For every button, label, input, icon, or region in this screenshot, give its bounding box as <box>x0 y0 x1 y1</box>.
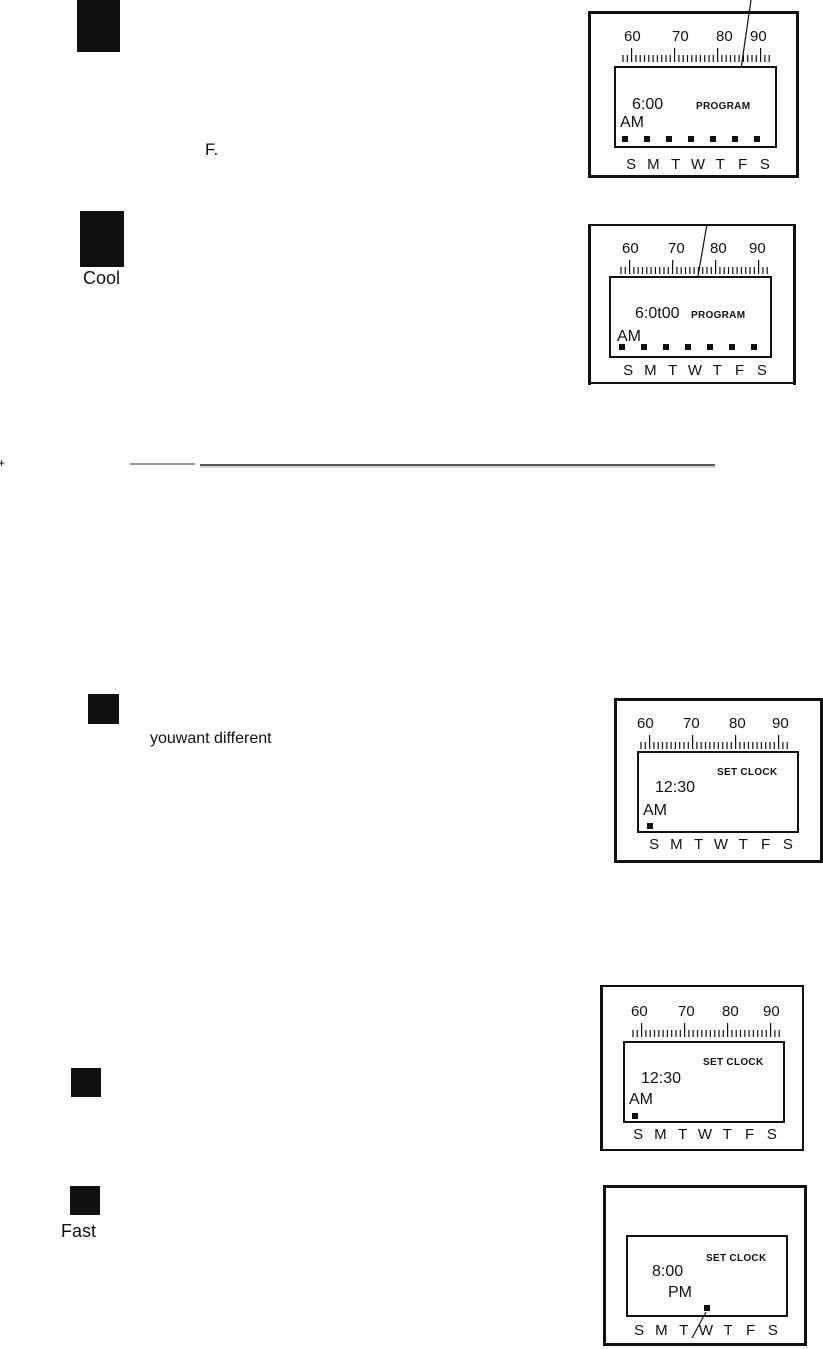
temperature-scale <box>622 48 770 62</box>
step-key-5 <box>70 1186 100 1215</box>
cool-label: Cool <box>83 268 121 288</box>
day-indicator-sunday <box>632 1113 638 1119</box>
ampm-label: AM <box>617 328 641 345</box>
day-indicator <box>688 136 694 142</box>
underline-rule <box>588 382 796 384</box>
day-indicator <box>710 136 716 142</box>
day-indicator <box>663 344 669 350</box>
day-label: S <box>623 362 634 379</box>
fast-label: Fast <box>61 1221 97 1241</box>
day-label: S <box>633 1126 644 1143</box>
day-label: F <box>737 156 748 173</box>
day-label: S <box>649 836 660 853</box>
ampm-label: PM <box>668 1284 692 1301</box>
day-indicator <box>644 136 650 142</box>
step-key-2 <box>80 211 124 267</box>
ampm-label: AM <box>629 1091 653 1108</box>
day-label: T <box>738 836 748 853</box>
temperature-scale <box>632 1023 780 1037</box>
lcd-screen-4: SET CLOCK 12:30 AM <box>623 1041 785 1123</box>
pointer-line <box>691 1311 707 1339</box>
day-label: S <box>782 836 793 853</box>
day-label: T <box>723 1322 733 1339</box>
day-label: F <box>744 1126 755 1143</box>
f-mark: F. <box>205 140 219 159</box>
temperature-scale <box>640 735 788 749</box>
mode-label: SET CLOCK <box>717 767 778 778</box>
lcd-screen-5: SET CLOCK 8:00 PM <box>626 1235 788 1317</box>
day-indicator-wednesday <box>704 1305 710 1311</box>
day-label: W <box>713 836 729 853</box>
day-indicator <box>666 136 672 142</box>
day-indicator <box>729 344 735 350</box>
day-label: T <box>671 156 681 173</box>
ampm-label: AM <box>620 114 644 131</box>
day-indicator <box>732 136 738 142</box>
mode-label: SET CLOCK <box>703 1057 764 1068</box>
lcd-screen-3: SET CLOCK 12:30 AM <box>637 751 799 833</box>
want-different-text: youwant different <box>150 730 272 747</box>
day-label: S <box>626 156 637 173</box>
day-indicator <box>619 344 625 350</box>
mode-label: SET CLOCK <box>706 1253 767 1264</box>
day-label: T <box>694 836 704 853</box>
day-label: T <box>715 156 725 173</box>
day-indicator <box>641 344 647 350</box>
time-readout: 12:30 <box>655 779 696 796</box>
day-label: T <box>679 1322 689 1339</box>
day-label: M <box>647 156 660 173</box>
lcd-screen-1: 6:00 PROGRAM AM <box>614 66 777 148</box>
step-key-4 <box>71 1068 101 1097</box>
mode-label: PROGRAM <box>696 101 751 112</box>
time-readout: 8:00 <box>652 1263 684 1280</box>
ampm-label: AM <box>643 802 667 819</box>
day-label: F <box>745 1322 756 1339</box>
day-indicator-sunday <box>647 823 653 829</box>
day-label: W <box>690 156 706 173</box>
day-label: M <box>670 836 683 853</box>
day-label: W <box>698 1322 714 1339</box>
day-indicator <box>707 344 713 350</box>
day-label: T <box>668 362 678 379</box>
day-label: W <box>697 1126 713 1143</box>
day-indicator <box>751 344 757 350</box>
setpoint-pointer <box>696 223 708 283</box>
day-label: F <box>760 836 771 853</box>
section-divider: + <box>0 456 715 470</box>
day-indicator <box>622 136 628 142</box>
setpoint-pointer <box>740 0 752 70</box>
time-readout: 6:0t00 <box>635 305 680 322</box>
day-indicator <box>754 136 760 142</box>
svg-text:+: + <box>0 456 5 470</box>
step-key-1 <box>77 0 120 52</box>
day-label: S <box>766 1126 777 1143</box>
day-indicator <box>685 344 691 350</box>
time-readout: 6:00 <box>632 96 664 113</box>
day-label: S <box>759 156 770 173</box>
time-readout: 12:30 <box>641 1070 682 1087</box>
day-label: T <box>678 1126 688 1143</box>
day-label: M <box>655 1322 668 1339</box>
day-label: M <box>654 1126 667 1143</box>
day-label: S <box>756 362 767 379</box>
step-key-3 <box>88 694 119 724</box>
day-label: S <box>767 1322 778 1339</box>
mode-label: PROGRAM <box>691 310 746 321</box>
day-label: F <box>734 362 745 379</box>
day-label: T <box>712 362 722 379</box>
day-label: M <box>644 362 657 379</box>
day-label: S <box>634 1322 645 1339</box>
day-label: W <box>687 362 703 379</box>
day-label: T <box>722 1126 732 1143</box>
